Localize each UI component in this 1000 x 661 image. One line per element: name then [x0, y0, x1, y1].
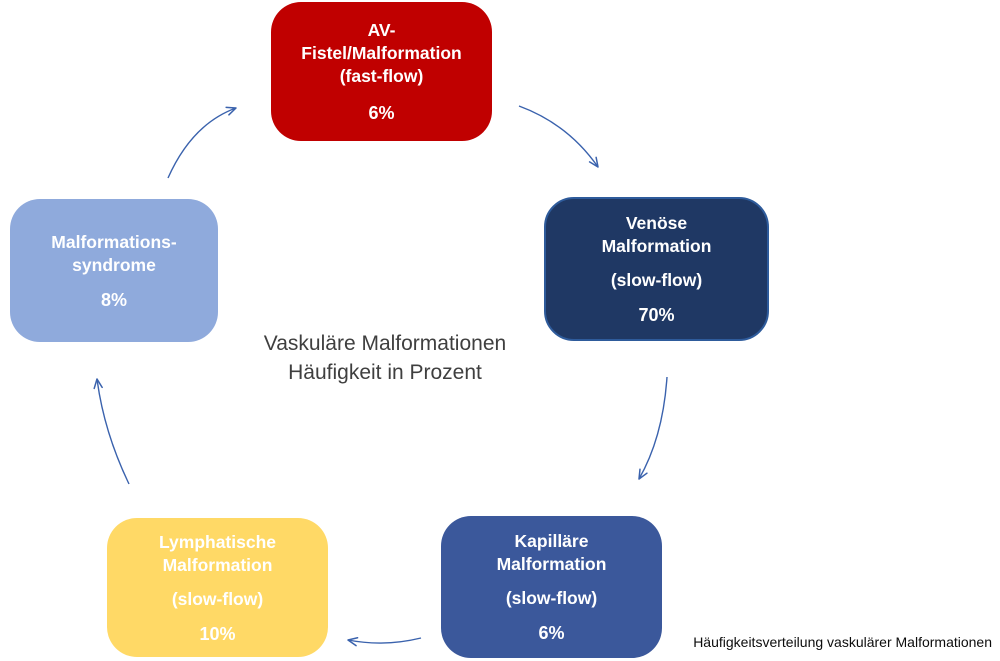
figure-caption: Häufigkeitsverteilung vaskulärer Malform… — [693, 634, 992, 650]
node-title-line: Malformation — [601, 236, 712, 256]
node-title: Kapilläre Malformation — [497, 530, 607, 576]
node-av-fistel-malformation: AV- Fistel/Malformation (fast-flow) 6% — [271, 2, 492, 141]
arrow-venose-to-kapillare — [638, 376, 668, 480]
node-title-line: Malformation — [496, 554, 607, 574]
node-title-line: Kapilläre — [514, 531, 589, 551]
node-title-line: Malformation — [162, 554, 273, 575]
node-flow-label: (fast-flow) — [339, 66, 424, 86]
node-percent: 10% — [199, 623, 236, 644]
node-percent: 70% — [638, 305, 675, 325]
center-label-line2: Häufigkeit in Prozent — [288, 361, 482, 384]
center-label: Vaskuläre Malformationen Häufigkeit in P… — [230, 329, 540, 387]
arrow-syndrome-to-av — [167, 106, 237, 179]
node-percent: 8% — [100, 289, 127, 310]
node-title-line: AV- — [367, 20, 396, 40]
node-malformationssyndrome: Malformations- syndrome 8% — [10, 199, 218, 342]
node-percent: 6% — [538, 623, 565, 643]
node-flow-label: (slow-flow) — [505, 588, 598, 608]
node-title-line: Venöse — [625, 213, 688, 233]
arrow-lymphatische-to-syndrome — [93, 378, 130, 485]
node-title: AV- Fistel/Malformation (fast-flow) — [301, 19, 461, 88]
node-title-line: Lymphatische — [158, 531, 277, 552]
node-title: Venöse Malformation — [602, 212, 712, 258]
arrow-av-to-venose — [518, 105, 599, 168]
node-lymphatische-malformation: Lymphatische Malformation (slow-flow) 10… — [107, 518, 328, 657]
node-flow-label: (slow-flow) — [171, 588, 264, 609]
center-label-line1: Vaskuläre Malformationen — [263, 332, 507, 355]
node-title: Malformations- syndrome — [51, 231, 176, 277]
node-title-line: Malformations- — [51, 231, 177, 252]
node-percent: 6% — [368, 103, 395, 123]
node-kapillaere-malformation: Kapilläre Malformation (slow-flow) 6% — [441, 516, 662, 658]
arrow-kapillare-to-lymphatische — [347, 637, 422, 647]
node-flow-label: (slow-flow) — [610, 270, 703, 290]
node-venoese-malformation: Venöse Malformation (slow-flow) 70% — [544, 197, 769, 341]
node-title-line: syndrome — [72, 254, 156, 275]
node-title-line: Fistel/Malformation — [301, 43, 462, 63]
node-title: Lymphatische Malformation — [159, 531, 276, 577]
